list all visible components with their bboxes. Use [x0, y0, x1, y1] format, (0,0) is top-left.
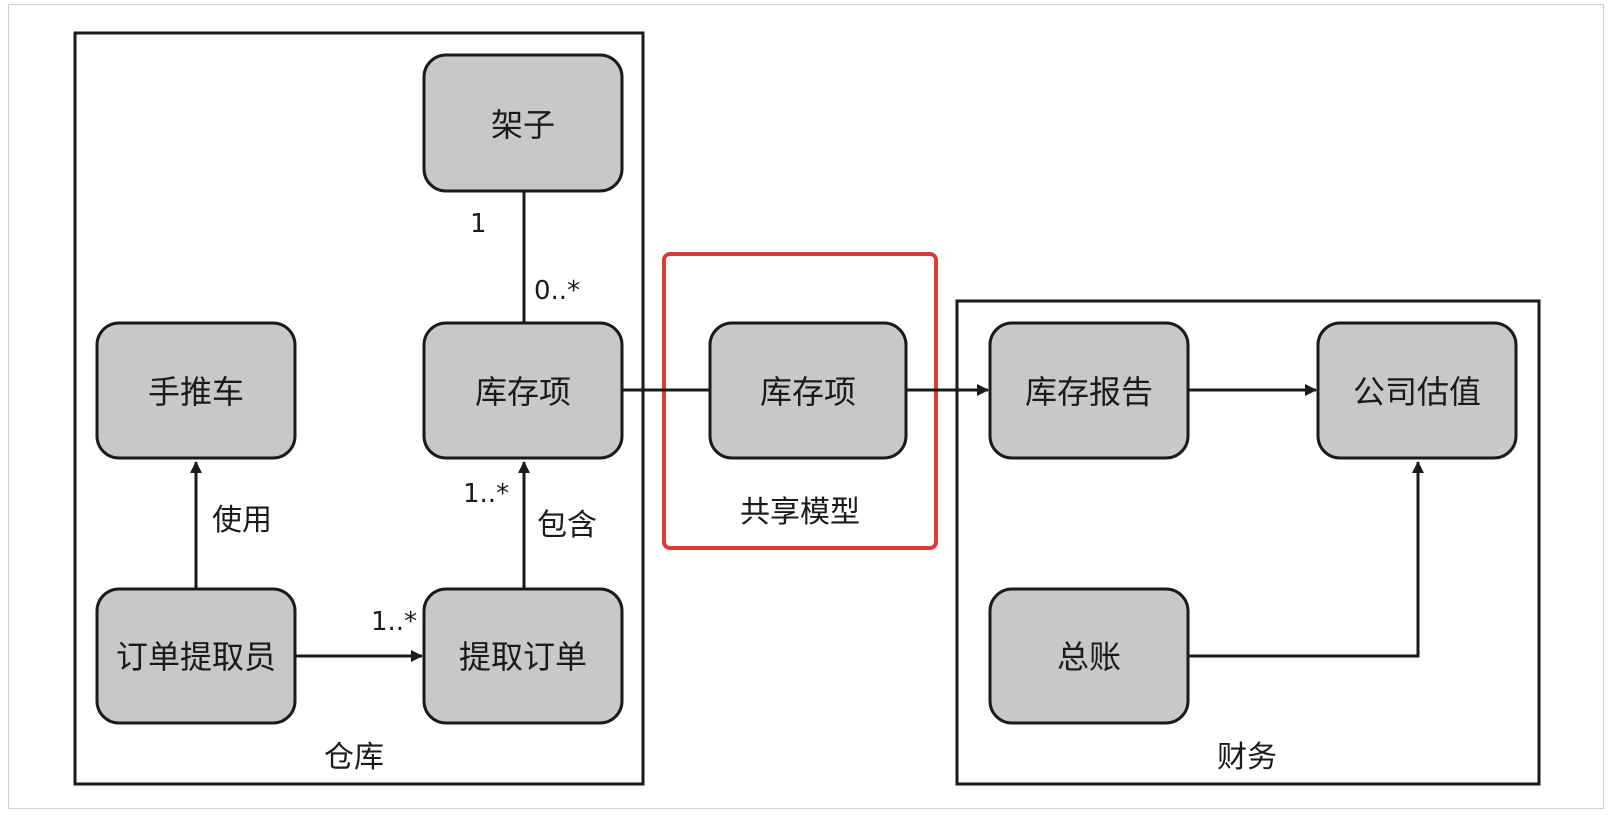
node-pick-order: 提取订单	[422, 587, 624, 725]
figure-frame	[8, 4, 1604, 809]
node-company-valuation: 公司估值	[1316, 321, 1518, 460]
node-stock-item-shared-label: 库存项	[760, 373, 856, 411]
edge-ledger-valuation	[1188, 461, 1424, 658]
node-shelf-label: 架子	[491, 106, 555, 144]
contains-multiplicity: 1..*	[463, 479, 509, 509]
node-stock-report: 库存报告	[988, 321, 1190, 460]
contains-label: 包含	[537, 508, 597, 543]
node-shelf: 架子	[422, 53, 624, 193]
node-company-valuation-label: 公司估值	[1353, 373, 1481, 411]
shelf-multiplicity: 1	[470, 209, 487, 239]
node-stock-report-label: 库存报告	[1025, 373, 1153, 411]
stock-multiplicity: 0..*	[534, 276, 580, 306]
node-pick-order-label: 提取订单	[459, 638, 587, 676]
node-cart: 手推车	[95, 321, 297, 460]
finance-boundary	[955, 299, 1541, 786]
warehouse-label: 仓库	[324, 740, 384, 775]
warehouse-boundary	[73, 31, 645, 786]
node-order-picker-label: 订单提取员	[116, 638, 276, 676]
finance-label: 财务	[1217, 740, 1277, 775]
node-order-picker: 订单提取员	[95, 587, 297, 725]
node-ledger: 总账	[988, 587, 1190, 725]
uses-label: 使用	[212, 503, 272, 538]
pick-multiplicity: 1..*	[371, 607, 417, 637]
node-stock-item-warehouse-label: 库存项	[475, 373, 571, 411]
shared-model-label: 共享模型	[740, 495, 860, 530]
node-cart-label: 手推车	[148, 373, 244, 411]
node-stock-item-warehouse: 库存项	[422, 321, 624, 460]
shared-model-highlight	[662, 252, 938, 550]
node-stock-item-shared: 库存项	[708, 321, 908, 460]
node-ledger-label: 总账	[1057, 638, 1121, 676]
